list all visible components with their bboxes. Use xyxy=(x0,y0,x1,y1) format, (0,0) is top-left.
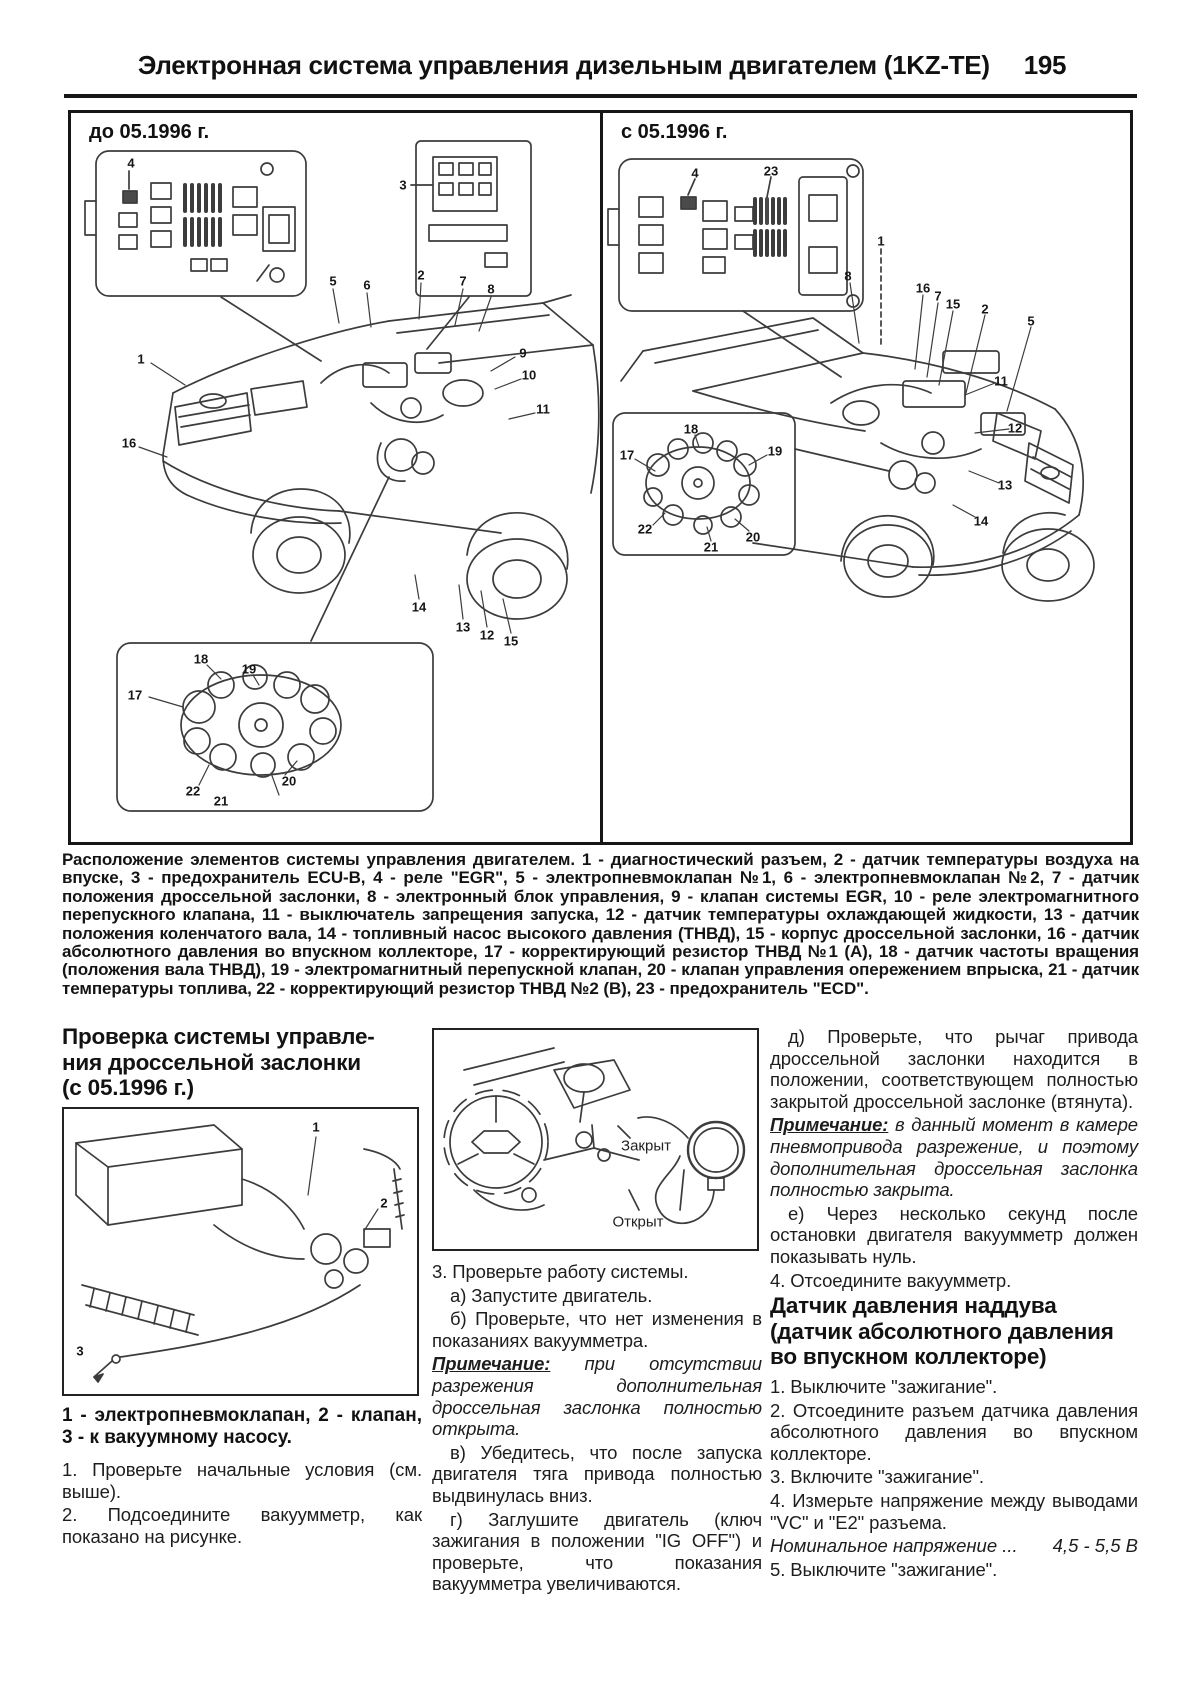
note-text-2: в данный момент в камере пневмопривода р… xyxy=(770,1114,1138,1201)
valve-diagram-caption: 1 - электропневмоклапан, 2 - клапан, 3 -… xyxy=(62,1404,422,1448)
step-3b: б) Проверьте, что нет изменения в показа… xyxy=(432,1308,762,1351)
callout-1: 1 xyxy=(137,351,145,367)
callout-15: 15 xyxy=(503,633,519,649)
callout-16: 16 xyxy=(121,435,137,451)
callout-4: 4 xyxy=(127,155,135,171)
step-3: 3. Проверьте работу системы. xyxy=(432,1261,689,1282)
page-number: 195 xyxy=(1023,50,1067,80)
header-rule xyxy=(64,94,1137,98)
callout-7: 7 xyxy=(459,273,467,289)
callout-4: 4 xyxy=(691,165,699,181)
label-open: Открыт xyxy=(612,1213,664,1231)
note-closed: Примечание: в данный момент в камере пне… xyxy=(770,1114,1138,1200)
callout-2: 2 xyxy=(981,301,989,317)
callout-2: 2 xyxy=(417,267,425,283)
callout-23: 23 xyxy=(763,163,779,179)
throttle-valve-illustration xyxy=(75,1124,405,1383)
callout-13: 13 xyxy=(997,477,1013,493)
callout-22: 22 xyxy=(637,521,653,537)
right-panel-label: с 05.1996 г. xyxy=(621,121,728,143)
note-open: Примечание: при отсутствии разрежения до… xyxy=(432,1353,762,1439)
note-label: Примечание: xyxy=(432,1353,551,1375)
callout-18: 18 xyxy=(193,651,209,667)
label-closed: Закрыт xyxy=(621,1137,671,1155)
page-header: Электронная система управления дизельным… xyxy=(70,50,1134,81)
callout-7: 7 xyxy=(934,288,942,304)
callout-10: 10 xyxy=(521,367,537,383)
step-3e: е) Через несколько секунд после остановк… xyxy=(770,1202,1138,1267)
throttle-check-section: Проверка системы управле- ния дроссельно… xyxy=(62,1024,422,1549)
callout-16: 16 xyxy=(915,280,931,296)
step-4-disconnect: 4. Отсоедините вакуумметр. xyxy=(770,1269,1012,1291)
callout-19: 19 xyxy=(767,443,783,459)
note-text: при отсутствии разрежения дополнительная… xyxy=(432,1353,762,1440)
right-panel-illustration xyxy=(607,158,1095,602)
section-heading-throttle-check: Проверка системы управле- ния дроссельно… xyxy=(62,1024,375,1101)
left-relay-callouts: 3 xyxy=(71,113,600,842)
callout-11: 11 xyxy=(536,401,550,417)
throttle-gauge-diagram: Закрыт Открыт xyxy=(432,1028,759,1251)
figure-caption: Расположение элементов системы управлени… xyxy=(62,850,1139,998)
callout-17: 17 xyxy=(619,447,635,463)
callout-6: 6 xyxy=(363,277,371,293)
callout-12: 12 xyxy=(1007,420,1023,436)
step-3a: а) Запустите двигатель. xyxy=(450,1284,653,1306)
nominal-voltage-spec: Номинальное напряжение ... 4,5 - 5,5 В xyxy=(770,1535,1138,1557)
callout-5: 5 xyxy=(329,273,337,289)
callout-9: 9 xyxy=(519,345,527,361)
callout-20: 20 xyxy=(281,773,297,789)
callout-20: 20 xyxy=(745,529,761,545)
boost-step-5: 5. Выключите "зажигание". xyxy=(770,1559,998,1581)
spec-label: Номинальное напряжение ... xyxy=(770,1535,1018,1557)
boost-step-3: 3. Включите "зажигание". xyxy=(770,1466,984,1488)
right-column: д) Проверьте, что рычаг привода дроссель… xyxy=(770,1026,1138,1583)
callout-1: 1 xyxy=(312,1119,320,1135)
step-3g: г) Заглушите двигатель (ключ зажигания в… xyxy=(432,1508,762,1595)
callout-14: 14 xyxy=(973,513,989,529)
left-panel-illustration xyxy=(84,140,600,812)
callout-5: 5 xyxy=(1027,313,1035,329)
callout-17: 17 xyxy=(127,687,143,703)
page-title: Электронная система управления дизельным… xyxy=(137,50,990,80)
left-fusebox-callouts: 4 xyxy=(71,113,600,842)
callout-18: 18 xyxy=(683,421,699,437)
callout-13: 13 xyxy=(455,619,471,635)
callout-11: 11 xyxy=(994,373,1008,389)
callout-22: 22 xyxy=(185,783,201,799)
boost-step-2: 2. Отсоедините разъем датчика давления а… xyxy=(770,1399,1138,1464)
callout-2: 2 xyxy=(380,1195,388,1211)
throttle-check-step-2: 2. Подсоедините вакуумметр, как показано… xyxy=(62,1504,422,1547)
left-panel-label: до 05.1996 г. xyxy=(89,121,210,143)
boost-step-4: 4. Измерьте напряжение между выводами "V… xyxy=(770,1490,1138,1533)
throttle-gauge-illustration xyxy=(443,1047,746,1225)
spec-value: 4,5 - 5,5 В xyxy=(1052,1535,1138,1557)
callout-12: 12 xyxy=(479,627,495,643)
right-fusebox-callouts: 4 23 xyxy=(603,113,1130,842)
callout-21: 21 xyxy=(703,539,719,555)
step-3d: д) Проверьте, что рычаг привода дроссель… xyxy=(770,1026,1138,1112)
callout-3: 3 xyxy=(76,1343,84,1359)
callout-1: 1 xyxy=(877,233,885,249)
throttle-check-continued: Закрыт Открыт 3. Проверьте работу систем… xyxy=(432,1028,762,1597)
callout-8: 8 xyxy=(487,281,495,297)
callout-3: 3 xyxy=(399,177,407,193)
note-label-2: Примечание: xyxy=(770,1114,889,1136)
callout-8: 8 xyxy=(844,268,852,284)
boost-step-1: 1. Выключите "зажигание". xyxy=(770,1376,998,1398)
step-3v: в) Убедитесь, что после запуска двигател… xyxy=(432,1441,762,1506)
throttle-check-step-1: 1. Проверьте начальные условия (см. выше… xyxy=(62,1458,422,1502)
section-heading-boost-sensor: Датчик давления наддува (датчик абсолютн… xyxy=(770,1293,1114,1370)
callout-15: 15 xyxy=(945,296,961,312)
throttle-valve-diagram: 1 2 3 xyxy=(62,1106,419,1396)
callout-14: 14 xyxy=(411,599,427,615)
callout-21: 21 xyxy=(213,793,229,809)
callout-19: 19 xyxy=(241,661,257,677)
